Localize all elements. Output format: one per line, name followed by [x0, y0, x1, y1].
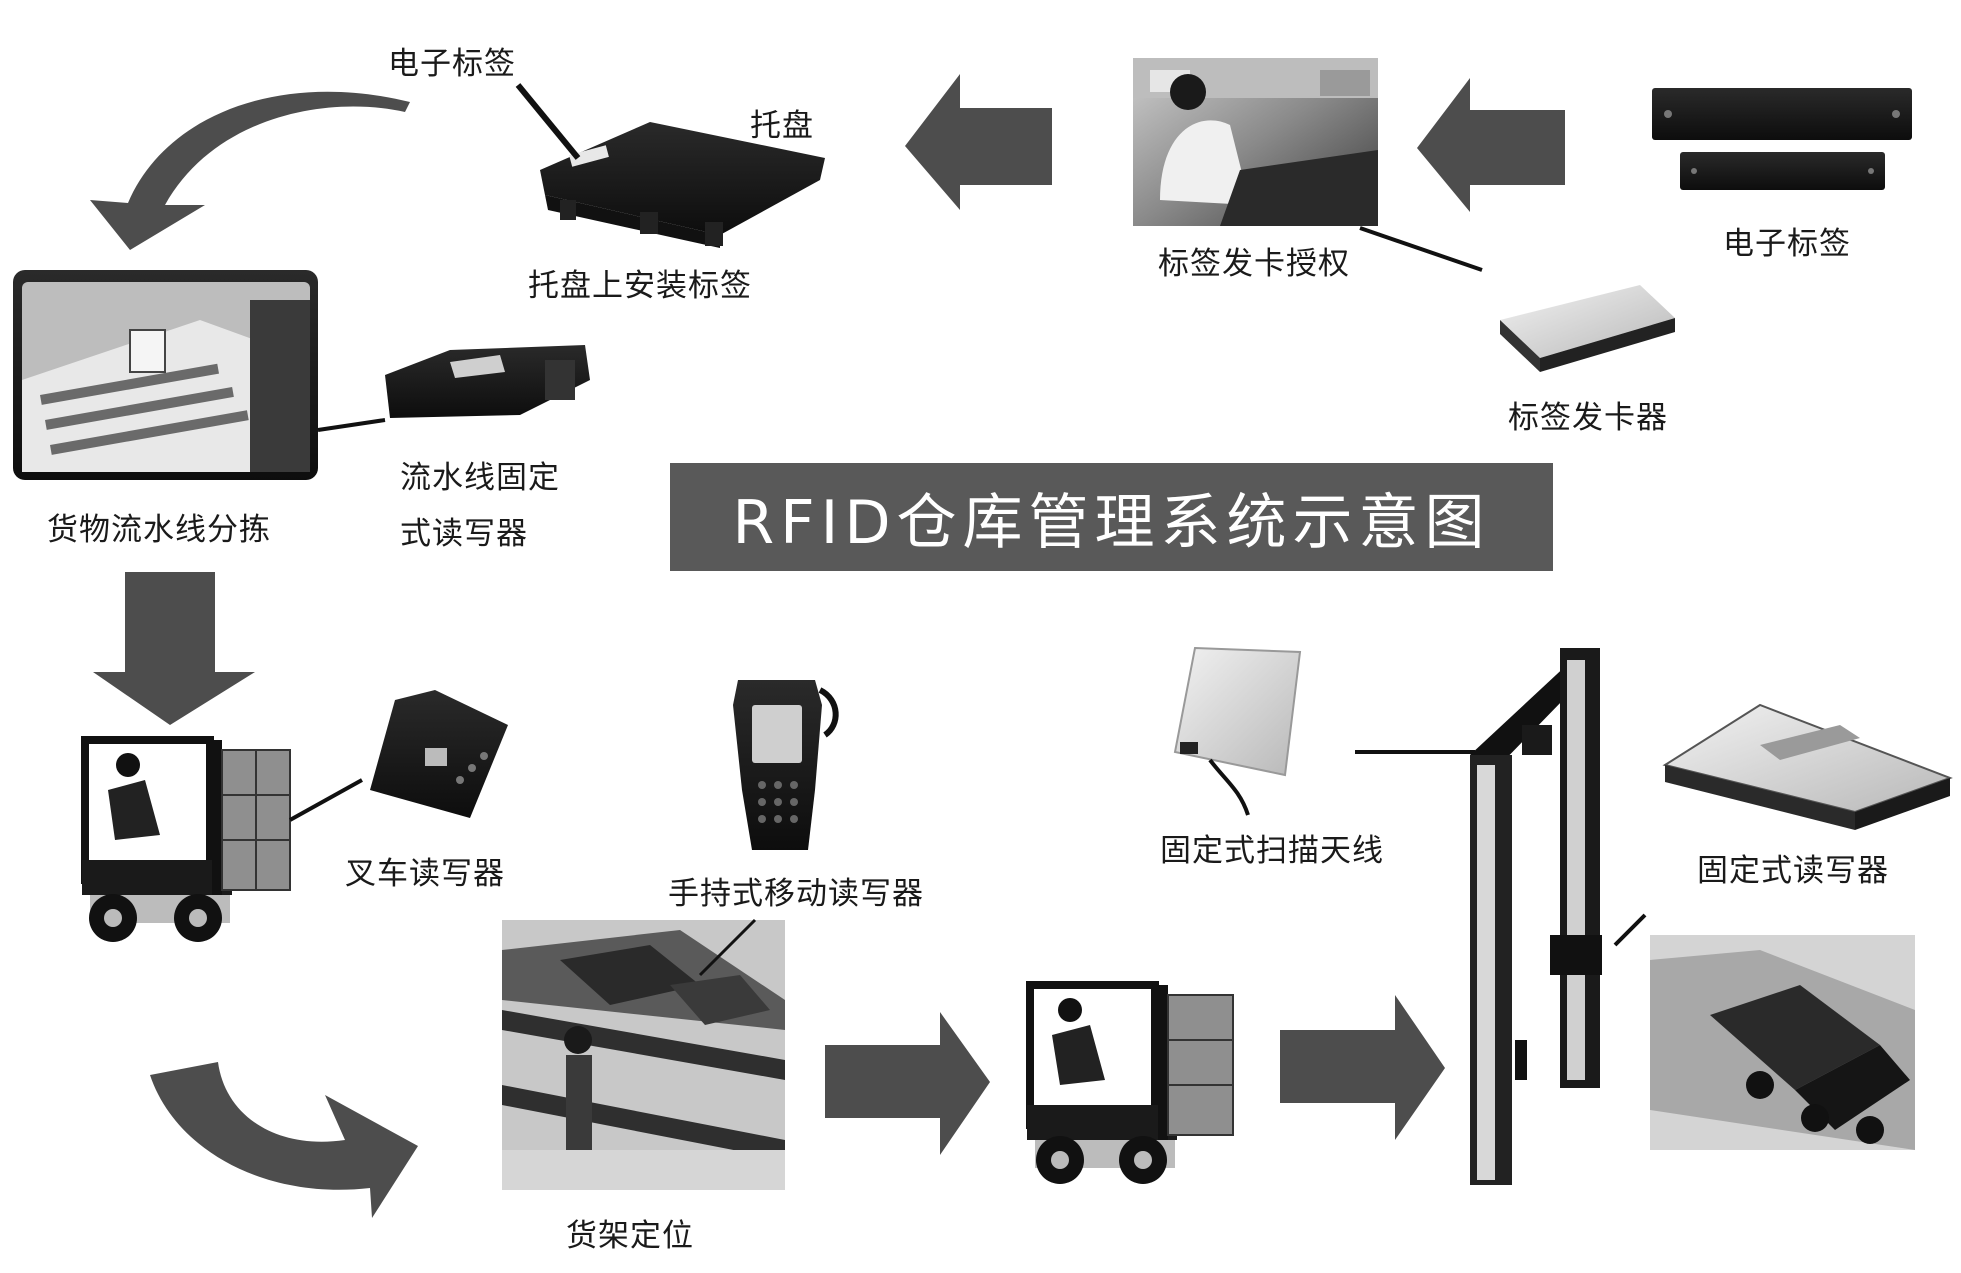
block-arrow-right-icon [1280, 995, 1445, 1140]
label-line-reader-1: 流水线固定 [400, 460, 560, 496]
authorization-photo [1133, 58, 1378, 226]
handheld-reader-icon [733, 680, 839, 850]
label-fixed-reader: 固定式读写器 [1697, 853, 1889, 889]
rfid-tag-icon [1652, 88, 1912, 190]
curved-arrow-icon [90, 91, 410, 250]
truck-photo [1650, 935, 1915, 1150]
label-card-authorize: 标签发卡授权 [1158, 246, 1350, 282]
label-fixed-antenna: 固定式扫描天线 [1160, 833, 1384, 869]
label-pallet: 托盘 [750, 108, 814, 144]
label-line-reader-2: 式读写器 [400, 516, 528, 552]
card-issuer-icon [1500, 285, 1675, 372]
pallet-icon [540, 122, 825, 248]
leader-line [698, 918, 757, 977]
title-banner: RFID仓库管理系统示意图 [670, 463, 1553, 571]
block-arrow-down-icon [93, 572, 255, 725]
block-arrow-left-icon [1417, 78, 1565, 212]
label-handheld-reader: 手持式移动读写器 [668, 876, 924, 912]
label-tag-right: 电子标签 [1723, 226, 1851, 262]
leader-line [1359, 226, 1483, 272]
leader-line [1613, 913, 1647, 947]
line-reader-icon [385, 345, 590, 418]
fixed-reader-icon [1662, 703, 1953, 830]
block-arrow-left-icon [905, 74, 1052, 210]
label-forklift-reader: 叉车读写器 [345, 856, 505, 892]
label-card-issuer: 标签发卡器 [1508, 400, 1668, 436]
antenna-icon [1173, 646, 1302, 816]
gate-icon [1470, 648, 1602, 1185]
curved-arrow-icon [150, 1062, 418, 1218]
forklift-icon [1026, 981, 1234, 1184]
leader-line [289, 778, 363, 822]
forklift-reader-icon [370, 690, 508, 818]
label-tag-pallet: 电子标签 [388, 46, 516, 82]
label-pallet-install: 托盘上安装标签 [528, 268, 752, 304]
label-shelf-position: 货架定位 [566, 1218, 694, 1254]
leader-line [317, 418, 386, 432]
shelf-photo [502, 920, 785, 1190]
page-title: RFID仓库管理系统示意图 [732, 487, 1491, 558]
block-arrow-right-icon [825, 1012, 990, 1155]
sorting-line-photo [13, 270, 318, 480]
forklift-icon [81, 736, 291, 942]
leader-line [515, 83, 581, 160]
label-sorting: 货物流水线分拣 [47, 512, 271, 548]
